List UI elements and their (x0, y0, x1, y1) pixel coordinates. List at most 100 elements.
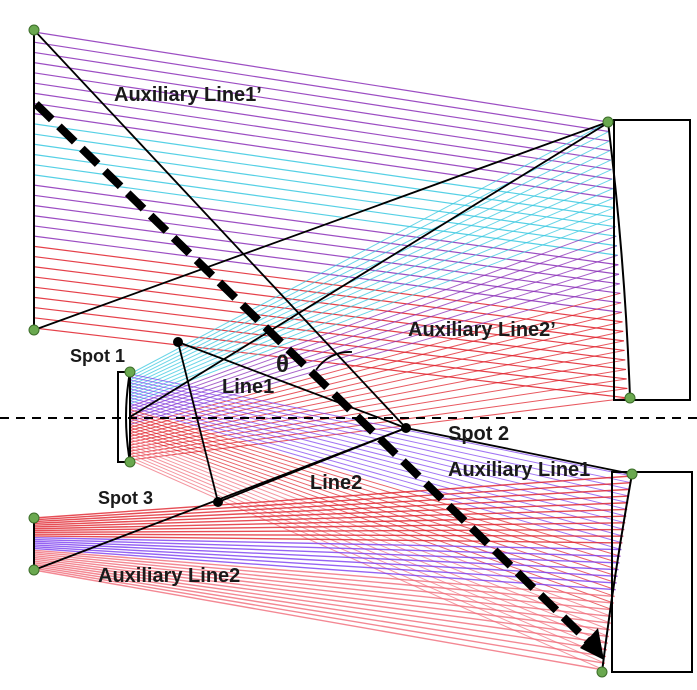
secondary-to-tertiary-ray (129, 459, 605, 671)
label-spot1: Spot 1 (70, 346, 125, 366)
label-auxiliary-line1: Auxiliary Line1 (448, 459, 590, 481)
secondary-to-tertiary-ray (129, 409, 621, 557)
node-primary-top (602, 116, 614, 128)
input-ray (33, 225, 622, 304)
primary-to-secondary-ray (129, 311, 622, 434)
input-ray (33, 327, 629, 399)
node-output-bottom (28, 564, 40, 576)
chief-ray-dashed (33, 101, 595, 648)
tertiary-to-image-ray (33, 515, 627, 530)
auxiliary-line2-prime (33, 121, 609, 331)
tertiary-to-image-ray (33, 508, 628, 528)
secondary-to-tertiary-ray (129, 423, 616, 591)
spot3-marker (213, 497, 223, 507)
tertiary-to-image-ray (33, 565, 607, 658)
tertiary-to-image-ray (33, 533, 624, 537)
primary-to-secondary-ray (129, 359, 626, 449)
secondary-to-tertiary-ray (129, 456, 606, 664)
auxiliary-line1 (405, 427, 633, 475)
tertiary-to-image-ray (33, 554, 612, 618)
secondary-to-tertiary-ray (129, 418, 618, 577)
label-line2: Line2 (310, 472, 362, 494)
secondary-to-tertiary-ray (129, 415, 619, 571)
tertiary-to-image-ray (33, 567, 606, 665)
secondary-to-tertiary-ray (129, 412, 620, 564)
tertiary-to-image-ray (33, 562, 608, 644)
tertiary-to-image-ray (33, 488, 631, 523)
input-ray (33, 296, 627, 371)
chief-ray-arrowhead (580, 628, 604, 660)
tertiary-to-image-ray (33, 560, 609, 638)
secondary-to-tertiary-ray (129, 373, 633, 477)
primary-mirror-upper-surface (607, 121, 631, 399)
primary-to-secondary-ray (129, 169, 612, 390)
spot2-marker (401, 423, 411, 433)
secondary-to-tertiary-ray (129, 444, 610, 638)
label-auxiliary-line2: Auxiliary Line2 (98, 565, 240, 587)
input-ray (33, 113, 614, 199)
secondary-to-tertiary-ray (129, 403, 623, 544)
input-ray (33, 286, 626, 361)
input-ray (33, 143, 616, 228)
tertiary-to-image-ray (33, 502, 629, 526)
node-tertiary-top (626, 468, 638, 480)
ray-bundles (33, 31, 633, 671)
node-secondary-top (124, 366, 136, 378)
primary-to-secondary-ray (129, 340, 624, 443)
input-ray (33, 62, 611, 152)
label-line1: Line1 (222, 376, 274, 398)
node-primary-bottom (624, 392, 636, 404)
secondary-to-tertiary-ray (129, 388, 628, 510)
input-ray (33, 153, 617, 237)
primary-to-secondary-ray (129, 235, 617, 411)
primary-to-secondary-ray (129, 140, 610, 381)
tertiary-mirror-housing (611, 471, 693, 673)
tertiary-to-image-ray (33, 556, 611, 624)
secondary-to-tertiary-ray (129, 450, 608, 651)
input-ray (33, 215, 621, 294)
primary-to-secondary-ray (129, 330, 624, 440)
label-auxiliary-line1-prime: Auxiliary Line1’ (114, 84, 262, 106)
input-ray (33, 102, 613, 190)
tertiary-to-image-ray (33, 542, 619, 571)
input-ray (33, 123, 615, 209)
primary-to-secondary-ray (129, 207, 615, 402)
node-markers (28, 24, 638, 678)
label-spot3: Spot 3 (98, 488, 153, 508)
secondary-to-primary-line (129, 123, 607, 418)
input-ray (33, 174, 618, 256)
primary-to-secondary-ray (129, 245, 618, 414)
primary-to-secondary-ray (129, 121, 609, 375)
primary-to-secondary-ray (129, 159, 611, 387)
tertiary-to-image-ray (33, 563, 607, 651)
tertiary-to-image-ray (33, 540, 620, 564)
input-ray (33, 204, 620, 285)
node-tertiary-bottom (596, 666, 608, 678)
secondary-to-tertiary-ray (129, 406, 622, 551)
tertiary-to-image-ray (33, 522, 626, 532)
tertiary-to-image-ray (33, 551, 614, 604)
label-auxiliary-line2-prime: Auxiliary Line2’ (408, 319, 556, 341)
input-ray (33, 306, 627, 380)
line1 (177, 341, 407, 429)
tertiary-to-image-ray (33, 475, 633, 519)
tertiary-to-image-ray (33, 549, 615, 598)
input-ray (33, 72, 611, 161)
secondary-to-tertiary-ray (129, 376, 632, 484)
tertiary-to-image-ray (33, 547, 616, 591)
secondary-to-tertiary-ray (129, 397, 625, 531)
spot1-marker (173, 337, 183, 347)
input-ray (33, 51, 610, 142)
auxiliary-line1-prime (33, 29, 407, 429)
secondary-to-tertiary-ray (129, 453, 607, 658)
node-secondary-bottom (124, 456, 136, 468)
secondary-to-tertiary-ray (129, 420, 617, 584)
secondary-to-tertiary-ray (129, 391, 627, 517)
node-output-top (28, 512, 40, 524)
node-top-left (28, 24, 40, 36)
spot1-spot3-link (177, 341, 219, 503)
tertiary-mirror-surface (601, 473, 633, 673)
primary-to-secondary-ray (129, 197, 614, 399)
secondary-to-tertiary-ray (129, 385, 629, 504)
label-spot2: Spot 2 (448, 423, 509, 445)
